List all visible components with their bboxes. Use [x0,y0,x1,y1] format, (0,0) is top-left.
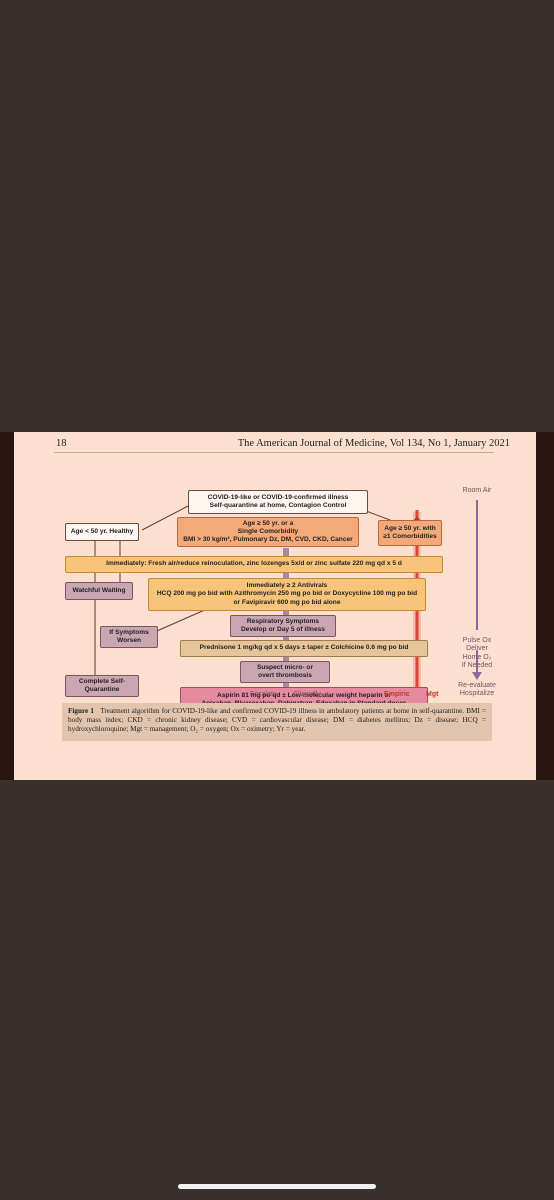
box-immediately-zinc: Immediately: Fresh air/reduce reinoculat… [65,556,443,573]
page-edge-left [0,432,14,780]
box-prednisone: Prednisone 1 mg/kg qd x 5 days ± taper ±… [180,640,428,657]
caption-text: Treatment algorithm for COVID-19-like an… [68,707,486,734]
figure-label: Figure 1 [68,707,94,715]
figure-caption: Figure 1 Treatment algorithm for COVID-1… [62,703,492,741]
label-room-air: Room Air [462,487,492,494]
label-pulse-ox: Pulse Ox Deliver Home O₂ If Needed [461,637,493,670]
box-age-over-50-comorbidities: Age ≥ 50 yr. with≥1 Comorbidities [378,520,442,546]
label-mgt: Mgt [426,691,439,698]
page-header: 18 The American Journal of Medicine, Vol… [56,438,510,449]
box-complete-quarantine: Complete Self-Quarantine [65,675,139,697]
journal-title: The American Journal of Medicine, Vol 13… [237,438,510,449]
label-escalate: Escalate [250,691,277,698]
page-edge-right [536,432,554,780]
header-rule [54,452,494,453]
page-number: 18 [56,438,67,449]
label-empiric: Empiric [384,691,410,698]
label-clinically: Clinically [293,691,321,698]
box-covid-illness: COVID-19-like or COVID-19-confirmed illn… [188,490,368,514]
box-watchful-waiting: Watchful Waiting [65,582,133,600]
label-reevaluate: Re-evaluate Hospitalize [458,682,496,698]
box-age-under-50: Age < 50 yr. Healthy [65,523,139,541]
home-indicator[interactable] [178,1184,376,1189]
